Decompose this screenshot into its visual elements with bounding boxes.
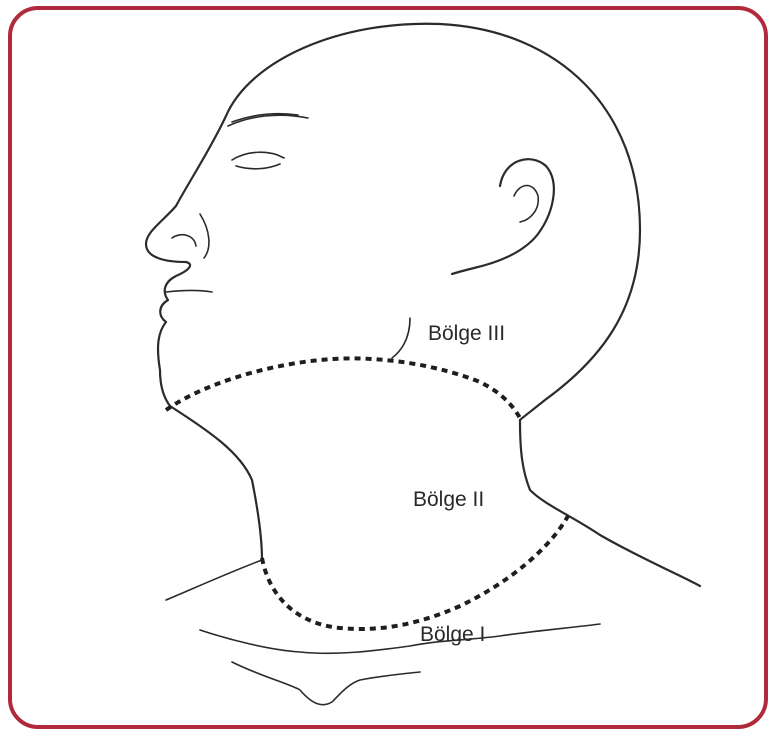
eye: [232, 152, 284, 169]
head-outline: [226, 24, 640, 420]
zone-boundary-upper: [166, 358, 520, 418]
sternal-notch: [232, 662, 420, 705]
zone-2-label: Bölge II: [413, 488, 484, 512]
ear-inner: [514, 186, 538, 223]
front-shoulder-line: [166, 560, 262, 600]
cheek-crease: [200, 214, 209, 258]
nostril: [172, 235, 196, 246]
zone-3-label: Bölge III: [428, 322, 505, 346]
zone-1-label: Bölge I: [420, 623, 485, 647]
face-profile: [146, 116, 226, 406]
throat-line: [170, 406, 262, 560]
ear: [452, 159, 554, 274]
nape-line: [520, 420, 700, 586]
eyebrow: [228, 115, 308, 126]
clavicle-line: [200, 624, 600, 653]
mouth: [166, 291, 212, 293]
zone-boundary-lower: [262, 516, 568, 629]
jaw-line: [392, 318, 410, 358]
